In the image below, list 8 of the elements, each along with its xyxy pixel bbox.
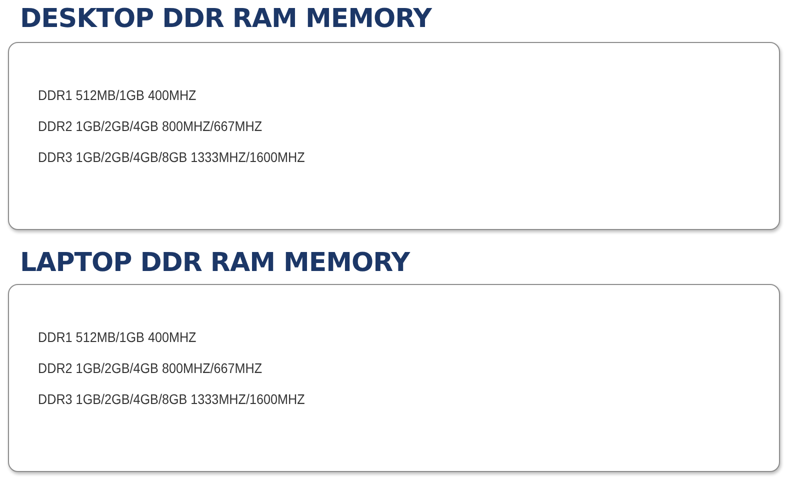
- section-heading: DESKTOP DDR RAM MEMORY: [20, 4, 432, 34]
- spec-text: DDR3 1GB/2GB/4GB/8GB 1333MHZ/1600MHZ: [38, 149, 305, 165]
- spec-text: DDR1 512MB/1GB 400MHZ: [38, 87, 196, 103]
- section-heading: LAPTOP DDR RAM MEMORY: [20, 248, 410, 278]
- spec-text: DDR2 1GB/2GB/4GB 800MHZ/667MHZ: [38, 118, 262, 134]
- spec-text: DDR2 1GB/2GB/4GB 800MHZ/667MHZ: [38, 360, 262, 376]
- spec-text: DDR3 1GB/2GB/4GB/8GB 1333MHZ/1600MHZ: [38, 391, 305, 407]
- spec-text: DDR1 512MB/1GB 400MHZ: [38, 329, 196, 345]
